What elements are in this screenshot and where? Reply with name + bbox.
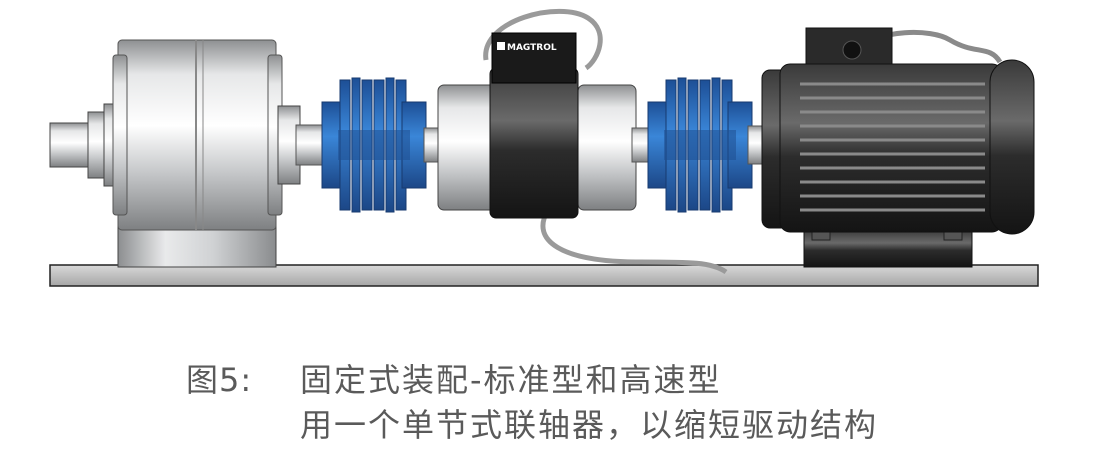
cooling-fins bbox=[800, 82, 985, 212]
electric-motor bbox=[761, 27, 1035, 268]
brand-label: MAGTROL bbox=[507, 43, 557, 53]
disc-coupling-right bbox=[647, 77, 753, 213]
torque-transducer: MAGTROL bbox=[437, 8, 728, 275]
disc-coupling-left bbox=[321, 77, 427, 213]
figure-label: 图5: bbox=[186, 361, 253, 399]
figure-caption-line-1: 固定式装配-标准型和高速型 bbox=[300, 361, 722, 399]
figure-caption-line-2: 用一个单节式联轴器，以缩短驱动结构 bbox=[300, 406, 879, 444]
brand-logo-icon bbox=[497, 42, 505, 50]
drive-assembly-illustration: MAGTROL bbox=[49, 8, 1039, 287]
brake-shaft bbox=[49, 103, 121, 187]
base-plate bbox=[49, 264, 1039, 287]
brake-unit bbox=[112, 39, 301, 268]
